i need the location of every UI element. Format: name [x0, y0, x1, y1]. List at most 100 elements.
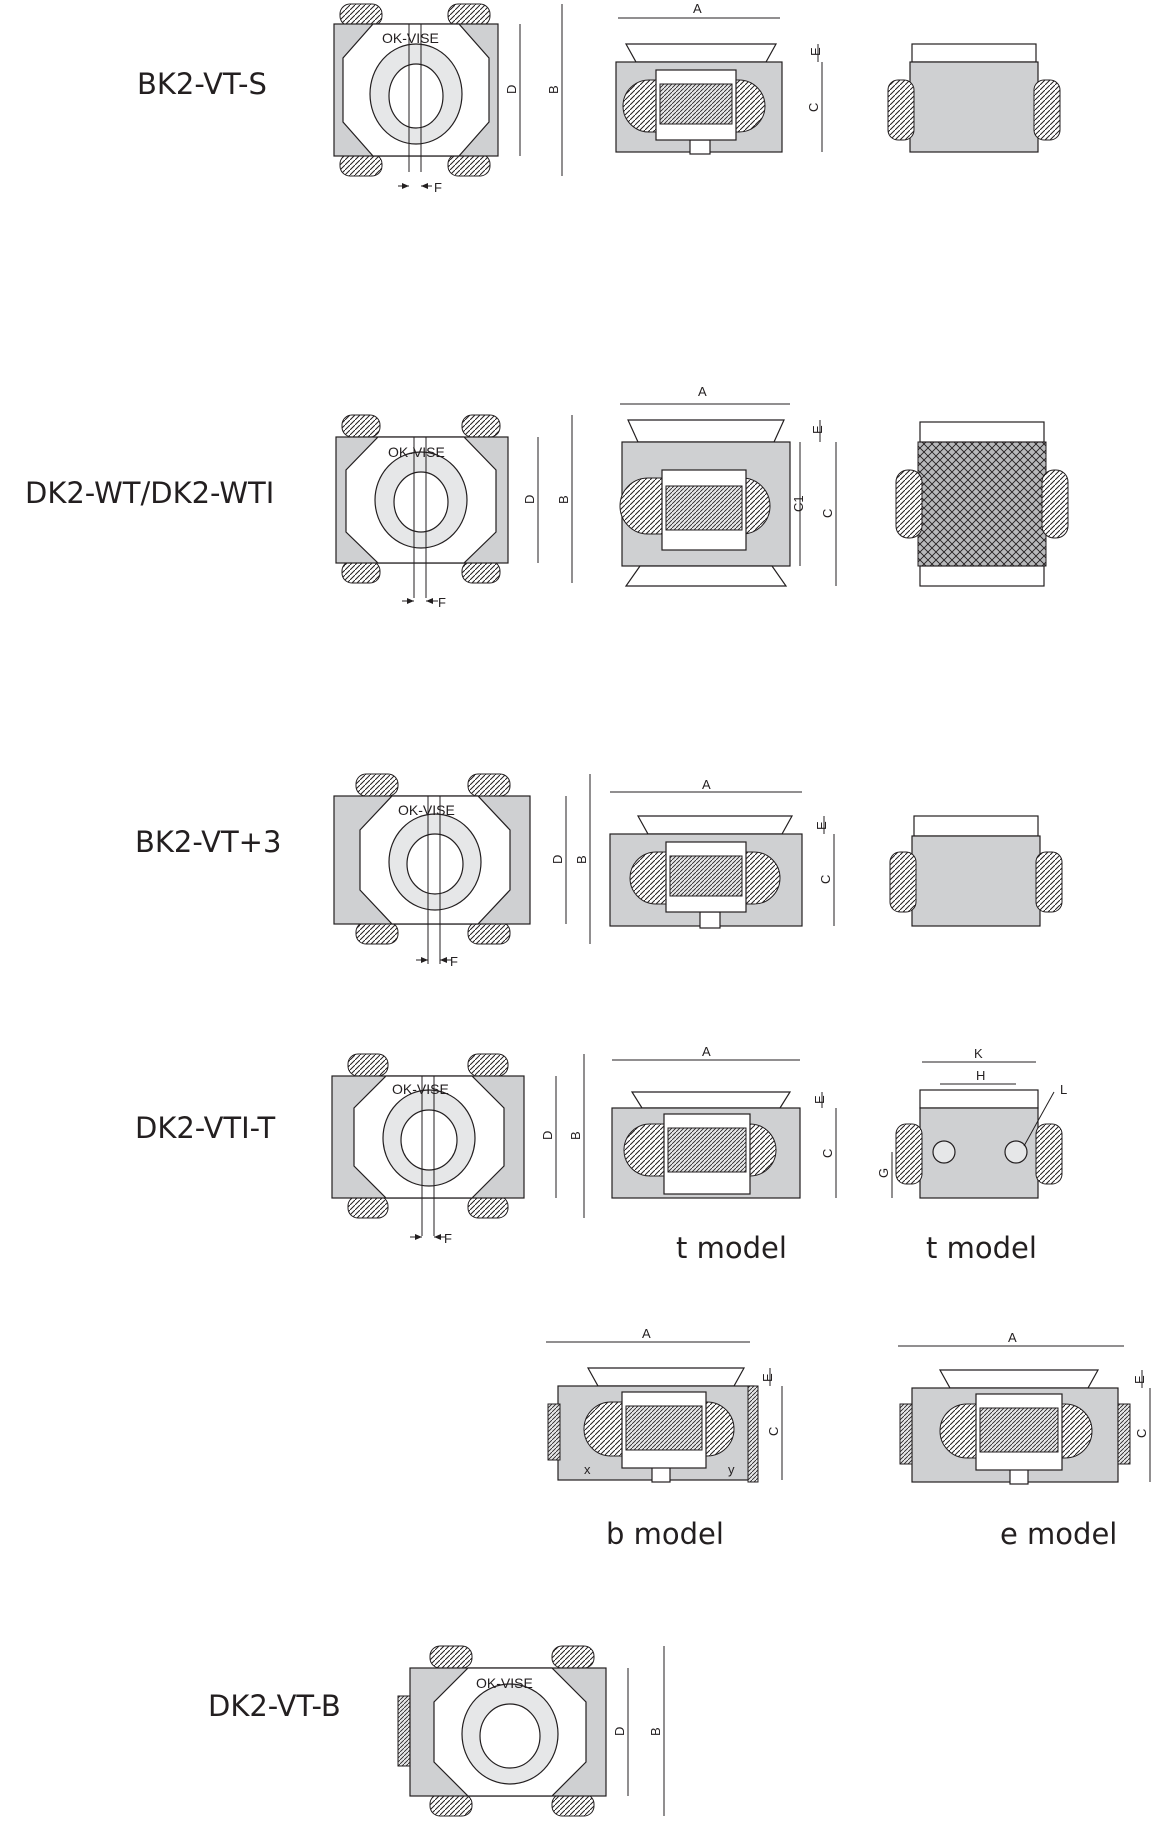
- spring-coil: [461, 414, 501, 438]
- base-slot: [689, 139, 711, 155]
- front-view: A E C: [609, 777, 835, 929]
- spring-coil: [1033, 79, 1061, 141]
- top-view: OK-VISE D B: [397, 1645, 665, 1817]
- spring-coil: [447, 3, 491, 27]
- dim-label-a: A: [698, 384, 707, 399]
- threaded-rod: [659, 83, 733, 125]
- view-caption: e model: [1000, 1517, 1117, 1551]
- base-slot: [699, 911, 721, 929]
- dim-label-f: F: [438, 595, 446, 610]
- dim-label-b: B: [648, 1727, 663, 1736]
- dim-label-c: C: [1134, 1429, 1149, 1438]
- point-label-x: x: [584, 1462, 591, 1477]
- dim-label-e: E: [810, 425, 825, 434]
- spring-coil: [551, 1793, 595, 1817]
- model-label: DK2-VTI-T: [135, 1111, 275, 1145]
- spring-coil: [339, 153, 383, 177]
- top-view: OK-VISE D B F: [331, 1053, 585, 1246]
- front-view: A E C1 C: [619, 384, 837, 587]
- dim-label-d: D: [522, 495, 537, 504]
- jaw-top: [636, 815, 794, 835]
- spring-coil: [347, 1195, 389, 1219]
- dim-label-b: B: [556, 495, 571, 504]
- spring-coil: [429, 1645, 473, 1669]
- spring-coil: [1041, 469, 1069, 539]
- side-plate: [397, 1695, 411, 1767]
- jaw-top: [586, 1367, 746, 1387]
- threaded-rod: [979, 1407, 1059, 1453]
- brand-mark: OK-VISE: [398, 802, 455, 818]
- spring-coil: [895, 1123, 923, 1185]
- dim-label-h: H: [976, 1068, 985, 1083]
- mounting-hole: [1004, 1140, 1028, 1164]
- jaw-bottom: [624, 565, 788, 587]
- bolt-hole: [479, 1703, 541, 1769]
- brand-mark: OK-VISE: [476, 1675, 533, 1691]
- jaw-top: [919, 1089, 1039, 1109]
- view-caption: b model: [606, 1517, 724, 1551]
- bolt-hole: [406, 833, 464, 895]
- side-plate: [747, 1385, 759, 1483]
- dim-label-b: B: [568, 1131, 583, 1140]
- jaw-bottom: [919, 565, 1045, 587]
- dim-label-d: D: [550, 855, 565, 864]
- spring-coil: [895, 469, 923, 539]
- model-label: DK2-WT/DK2-WTI: [25, 476, 274, 510]
- brand-mark: OK-VISE: [392, 1081, 449, 1097]
- spring-coil: [551, 1645, 595, 1669]
- spring-coil: [355, 773, 399, 797]
- dim-label-e: E: [760, 1373, 775, 1382]
- e-model-view: A E C: [898, 1330, 1151, 1485]
- spring-coil: [429, 1793, 473, 1817]
- dim-label-c: C: [820, 1149, 835, 1158]
- jaw-top: [919, 421, 1045, 443]
- front-view: A E C: [615, 1, 823, 155]
- vise-body: [911, 835, 1041, 927]
- top-view: OK-VISE D B F: [333, 3, 563, 195]
- bolt-hole: [388, 63, 444, 129]
- side-view: K H L G: [876, 1046, 1067, 1199]
- dim-label-c: C: [766, 1427, 781, 1436]
- side-plate: [547, 1403, 561, 1461]
- row-dk2-vti-t: DK2-VTI-T OK-VISE D B F A: [135, 1044, 1067, 1265]
- row-bk2-vt-s: BK2-VT-S OK-VISE D B F A: [137, 1, 1061, 195]
- threaded-rod: [625, 1405, 703, 1451]
- jaw-top: [630, 1091, 792, 1109]
- dim-label-c: C: [820, 509, 835, 518]
- b-model-view: A x y E C: [546, 1326, 783, 1483]
- vise-body: [909, 61, 1039, 153]
- side-view: [895, 421, 1069, 587]
- front-view: A E C: [611, 1044, 837, 1199]
- dim-label-d: D: [540, 1131, 555, 1140]
- model-label: DK2-VT-B: [208, 1689, 341, 1723]
- spring-coil: [467, 1053, 509, 1077]
- side-plate: [899, 1403, 913, 1465]
- jaw-top: [913, 815, 1039, 837]
- threaded-rod: [665, 485, 743, 531]
- view-caption: t model: [676, 1231, 787, 1265]
- jaw-top: [624, 43, 778, 63]
- bolt-hole: [400, 1109, 458, 1171]
- dim-label-b: B: [574, 855, 589, 864]
- spring-coil: [341, 414, 381, 438]
- dim-label-k: K: [974, 1046, 983, 1061]
- leader-line-l: [1023, 1091, 1055, 1147]
- spring-coil: [889, 851, 917, 913]
- row-bk2-vt3: BK2-VT+3 OK-VISE D B F A: [135, 773, 1063, 969]
- knurled-body: [917, 441, 1047, 567]
- dim-label-c: C: [818, 875, 833, 884]
- point-label-y: y: [728, 1462, 735, 1477]
- dim-label-f: F: [450, 954, 458, 969]
- dim-label-c: C: [806, 103, 821, 112]
- dim-label-e: E: [814, 821, 829, 830]
- jaw-top: [627, 419, 785, 443]
- dim-label-b: B: [546, 85, 561, 94]
- spring-coil: [1035, 851, 1063, 913]
- model-label: BK2-VT-S: [137, 67, 267, 101]
- side-view: [887, 43, 1061, 153]
- row-b-e-models: A x y E C b model A: [546, 1326, 1151, 1551]
- spring-coil: [887, 79, 915, 141]
- dim-label-l: L: [1060, 1082, 1067, 1097]
- row-dk2-vt-b: DK2-VT-B OK-VISE D B: [208, 1645, 665, 1817]
